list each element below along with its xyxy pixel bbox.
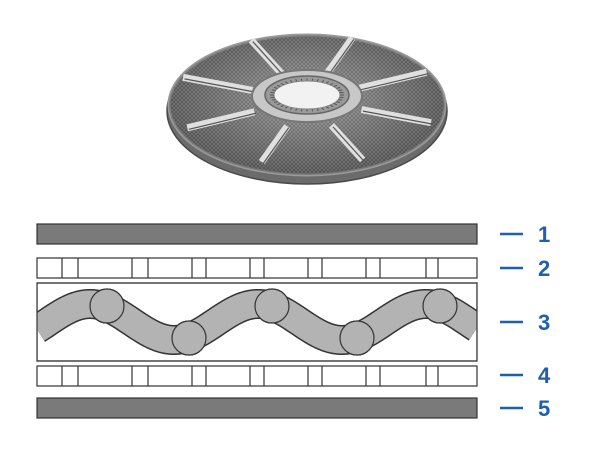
hub-tooth — [289, 107, 293, 111]
layer-5-solid-plate — [36, 397, 478, 419]
hub-tooth — [284, 106, 288, 109]
disc-spoke — [258, 124, 290, 165]
disc-spoke-shadow — [332, 126, 365, 162]
hub-tooth — [280, 82, 284, 86]
disc-hub-teeth — [270, 78, 344, 112]
hub-tooth — [295, 79, 298, 82]
callout-label-4: 4 — [538, 363, 551, 388]
disc-spoke — [360, 106, 432, 127]
callout-2: 2 — [500, 256, 550, 281]
callout-label-3: 3 — [538, 310, 550, 335]
hub-tooth — [273, 87, 278, 89]
hub-tooth — [336, 101, 341, 103]
hub-tooth — [333, 103, 338, 106]
hub-tooth — [289, 79, 293, 83]
cross-wire-front — [339, 320, 375, 356]
disc-spokes — [182, 35, 433, 165]
hub-tooth — [271, 98, 276, 101]
hub-tooth — [316, 108, 319, 111]
hub-tooth — [276, 103, 281, 106]
hub-tooth — [321, 107, 325, 111]
disc-spoke-shadow — [327, 39, 355, 76]
layer-2-grid-lines — [61, 258, 439, 278]
layer-3-woven-wire — [0, 282, 497, 362]
callout-1: 1 — [500, 222, 550, 247]
hub-tooth — [300, 78, 303, 81]
disc-spoke — [182, 73, 254, 94]
hub-tooth — [326, 106, 330, 109]
hub-tooth — [295, 108, 298, 111]
hub-tooth — [316, 79, 319, 82]
layer-2-support-grid — [36, 257, 478, 279]
layer-1-solid-plate — [36, 223, 478, 245]
disc-spoke — [186, 108, 256, 132]
disc-spoke-shadow — [262, 127, 290, 164]
hub-tooth — [300, 109, 303, 112]
disc-spoke — [324, 35, 356, 76]
cross-wire-front — [254, 288, 290, 324]
right-edge-mask — [477, 283, 497, 361]
hub-tooth — [338, 98, 343, 101]
disc-spoke-shadow — [252, 41, 285, 77]
hub-tooth — [311, 78, 314, 81]
disc-spoke-shadow — [184, 78, 255, 93]
layer-4-grid-lines — [61, 366, 439, 386]
hub-tooth — [284, 81, 288, 84]
callout-label-1: 1 — [538, 222, 550, 247]
disc-spoke-shadow — [360, 73, 429, 91]
disc-spoke — [358, 68, 428, 92]
cross-wire-front — [422, 288, 458, 324]
hub-tooth — [330, 82, 334, 86]
hub-tooth — [336, 87, 341, 89]
callout-4: 4 — [500, 363, 551, 388]
hub-tooth — [338, 89, 343, 92]
disc-spoke-shadow — [362, 110, 433, 125]
hub-tooth — [280, 104, 284, 108]
hub-tooth — [276, 84, 281, 87]
hub-tooth — [333, 84, 338, 87]
layer-4-support-grid — [36, 365, 478, 387]
callout-3: 3 — [500, 310, 550, 335]
cross-wire-front — [89, 288, 125, 324]
callout-label-2: 2 — [538, 256, 550, 281]
hub-tooth — [330, 104, 334, 108]
callout-label-5: 5 — [538, 396, 550, 421]
cross-wire-front — [171, 320, 207, 356]
left-edge-mask — [0, 283, 37, 361]
hub-tooth — [326, 81, 330, 84]
hub-tooth — [273, 101, 278, 103]
disc-spoke-shadow — [188, 112, 257, 130]
hub-tooth — [311, 109, 314, 112]
callout-5: 5 — [500, 396, 550, 421]
hub-tooth — [321, 79, 325, 83]
hub-tooth — [271, 89, 276, 92]
layer-3-frame-border — [36, 282, 478, 362]
